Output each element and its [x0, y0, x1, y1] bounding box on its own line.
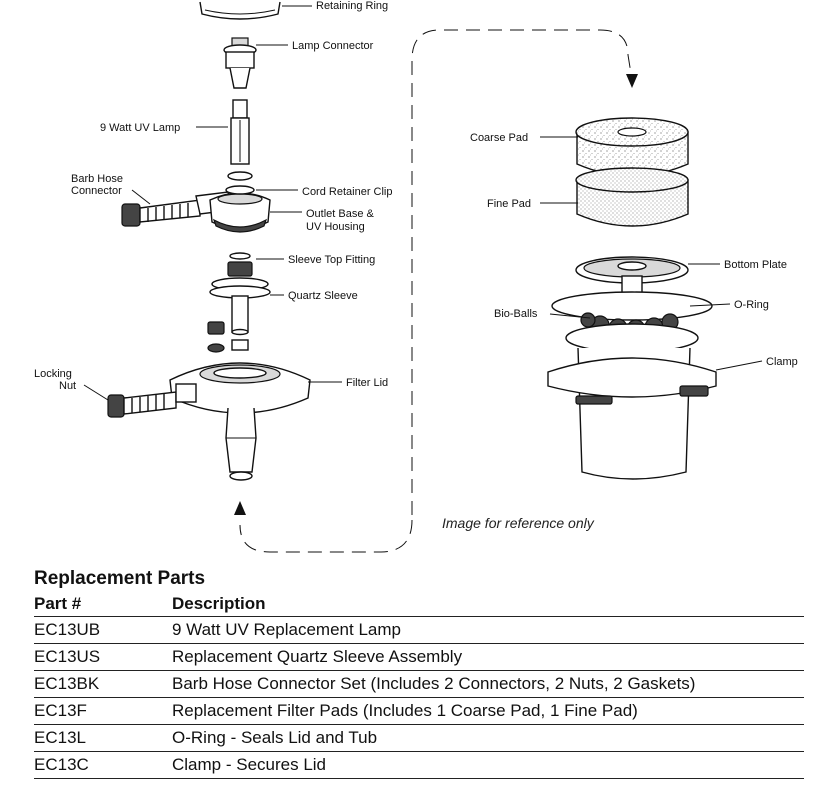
- description-cell: 9 Watt UV Replacement Lamp: [172, 616, 804, 644]
- label-uv-lamp: 9 Watt UV Lamp: [100, 122, 180, 134]
- filter-lid-part: [169, 362, 311, 481]
- label-quartz-sleeve: Quartz Sleeve: [288, 290, 358, 302]
- table-row: EC13BK Barb Hose Connector Set (Includes…: [34, 670, 804, 698]
- sleeve-cap: [231, 339, 249, 351]
- label-retaining-ring: Retaining Ring: [316, 0, 388, 12]
- lamp-connector-part: [223, 37, 257, 89]
- part-number-cell: EC13L: [34, 724, 172, 752]
- description-cell: O-Ring - Seals Lid and Tub: [172, 724, 804, 752]
- part-number-cell: EC13US: [34, 643, 172, 671]
- fine-pad-part: [575, 167, 689, 227]
- lamp-ring: [227, 171, 253, 181]
- replacement-parts-title: Replacement Parts: [34, 568, 206, 589]
- uv-lamp-part: [230, 99, 250, 165]
- coarse-pad-part: [575, 117, 689, 177]
- label-locking-nut-1: Locking: [34, 368, 72, 380]
- description-cell: Barb Hose Connector Set (Includes 2 Conn…: [172, 670, 804, 698]
- flow-arrow-down: [626, 74, 638, 88]
- label-filter-lid: Filter Lid: [346, 377, 388, 389]
- label-o-ring: O-Ring: [734, 299, 769, 311]
- label-sleeve-top: Sleeve Top Fitting: [288, 254, 375, 266]
- label-outlet-base-2: UV Housing: [306, 221, 365, 233]
- locking-nut-part: [107, 383, 197, 418]
- label-clamp: Clamp: [766, 356, 798, 368]
- leader-lines: [83, 5, 763, 401]
- tub-part: [547, 323, 717, 480]
- table-row: EC13F Replacement Filter Pads (Includes …: [34, 697, 804, 725]
- table-header-row: Part # Description: [34, 592, 804, 617]
- small-nut: [207, 321, 225, 335]
- header-description: Description: [172, 592, 804, 617]
- flow-arrow-up: [234, 501, 246, 515]
- label-locking-nut-2: Nut: [59, 380, 76, 392]
- exploded-parts-diagram: Retaining Ring Lamp Connector 9 Watt UV …: [34, 0, 798, 553]
- retaining-ring-part: [199, 1, 281, 20]
- header-part-number: Part #: [34, 592, 172, 617]
- label-bio-balls: Bio-Balls: [494, 308, 538, 320]
- part-number-cell: EC13F: [34, 697, 172, 725]
- part-number-cell: EC13C: [34, 751, 172, 779]
- table-row: EC13L O-Ring - Seals Lid and Tub: [34, 724, 804, 752]
- outlet-base-part: [121, 185, 271, 233]
- label-coarse-pad: Coarse Pad: [470, 132, 528, 144]
- o-ring-part: [551, 291, 713, 321]
- table-row: EC13UB 9 Watt UV Replacement Lamp: [34, 616, 804, 644]
- label-cord-clip: Cord Retainer Clip: [302, 186, 392, 198]
- part-number-cell: EC13BK: [34, 670, 172, 698]
- barb-ridges: [147, 203, 189, 222]
- replacement-parts-section: Replacement Parts Part # Description EC1…: [34, 566, 804, 779]
- label-barb-hose-2: Connector: [71, 185, 122, 197]
- flow-path-dashed: [411, 29, 633, 515]
- small-gasket: [207, 343, 225, 353]
- label-lamp-connector: Lamp Connector: [292, 40, 374, 52]
- description-cell: Replacement Quartz Sleeve Assembly: [172, 643, 804, 671]
- table-row: EC13US Replacement Quartz Sleeve Assembl…: [34, 643, 804, 671]
- replacement-parts-table: Part # Description EC13UB 9 Watt UV Repl…: [34, 592, 804, 779]
- label-barb-hose-1: Barb Hose: [71, 173, 123, 185]
- label-bottom-plate: Bottom Plate: [724, 259, 787, 271]
- reference-caption: Image for reference only: [442, 515, 595, 531]
- description-cell: Clamp - Secures Lid: [172, 751, 804, 779]
- description-cell: Replacement Filter Pads (Includes 1 Coar…: [172, 697, 804, 725]
- sleeve-top-part: [209, 252, 271, 299]
- flow-path-dashed-bottom: [239, 519, 413, 553]
- label-fine-pad: Fine Pad: [487, 198, 531, 210]
- part-number-cell: EC13UB: [34, 616, 172, 644]
- table-row: EC13C Clamp - Secures Lid: [34, 751, 804, 779]
- quartz-sleeve-part: [231, 295, 249, 336]
- label-outlet-base-1: Outlet Base &: [306, 208, 375, 220]
